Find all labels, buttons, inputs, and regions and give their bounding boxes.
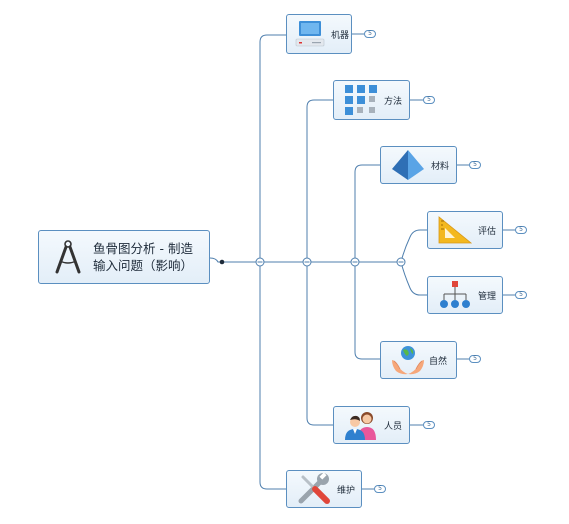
branch-line-material bbox=[354, 164, 380, 262]
branch-line-people bbox=[306, 262, 333, 426]
topic-label-maintenance: 维护 bbox=[337, 485, 356, 496]
count-badge-management[interactable]: 5 bbox=[515, 291, 527, 299]
branch-line-method bbox=[306, 99, 333, 262]
topic-label-method: 方法 bbox=[384, 96, 403, 107]
count-badge-evaluation[interactable]: 5 bbox=[515, 226, 527, 234]
branch-line-evaluation bbox=[400, 229, 427, 263]
topic-label-people: 人员 bbox=[384, 421, 403, 432]
topic-label-management: 管理 bbox=[478, 291, 497, 302]
topic-machine[interactable]: 机器 bbox=[286, 14, 352, 54]
branch-line-management bbox=[400, 261, 427, 296]
count-badge-nature[interactable]: 5 bbox=[469, 355, 481, 363]
wrench-screwdriver-icon bbox=[298, 473, 330, 504]
topic-method[interactable]: 方法 bbox=[333, 80, 410, 120]
root-topic-label: 鱼骨图分析 - 制造输入问题（影响） bbox=[93, 241, 194, 273]
branch-line-nature bbox=[354, 262, 380, 360]
count-badge-people[interactable]: 5 bbox=[423, 421, 435, 429]
count-badge-maintenance[interactable]: 5 bbox=[374, 485, 386, 493]
topic-label-nature: 自然 bbox=[429, 356, 448, 367]
people-icon bbox=[345, 412, 376, 440]
topic-label-evaluation: 评估 bbox=[478, 226, 497, 237]
hands-globe-icon bbox=[392, 346, 424, 375]
grid-blocks-icon bbox=[345, 85, 377, 115]
branch-line-maintenance bbox=[259, 262, 286, 490]
topic-nature[interactable]: 自然 bbox=[380, 341, 457, 379]
topic-label-material: 材料 bbox=[431, 161, 450, 172]
topic-people[interactable]: 人员 bbox=[333, 406, 410, 444]
topic-label-machine: 机器 bbox=[331, 30, 350, 41]
count-badge-machine[interactable]: 5 bbox=[364, 30, 376, 38]
topic-management[interactable]: 管理 bbox=[427, 276, 503, 314]
spine-line bbox=[209, 257, 402, 263]
pyramid-icon bbox=[392, 150, 424, 180]
org-chart-icon bbox=[440, 281, 470, 308]
drafting-compass-icon bbox=[55, 240, 81, 274]
count-badge-method[interactable]: 5 bbox=[423, 96, 435, 104]
spine-start-dot bbox=[219, 259, 225, 265]
topic-material[interactable]: 材料 bbox=[380, 146, 457, 184]
computer-icon bbox=[295, 21, 325, 47]
topic-maintenance[interactable]: 维护 bbox=[286, 470, 362, 508]
root-topic[interactable]: 鱼骨图分析 - 制造输入问题（影响） bbox=[38, 230, 210, 284]
count-badge-material[interactable]: 5 bbox=[469, 161, 481, 169]
topic-evaluation[interactable]: 评估 bbox=[427, 211, 503, 249]
set-square-icon bbox=[438, 216, 472, 244]
branch-line-machine bbox=[259, 34, 286, 262]
